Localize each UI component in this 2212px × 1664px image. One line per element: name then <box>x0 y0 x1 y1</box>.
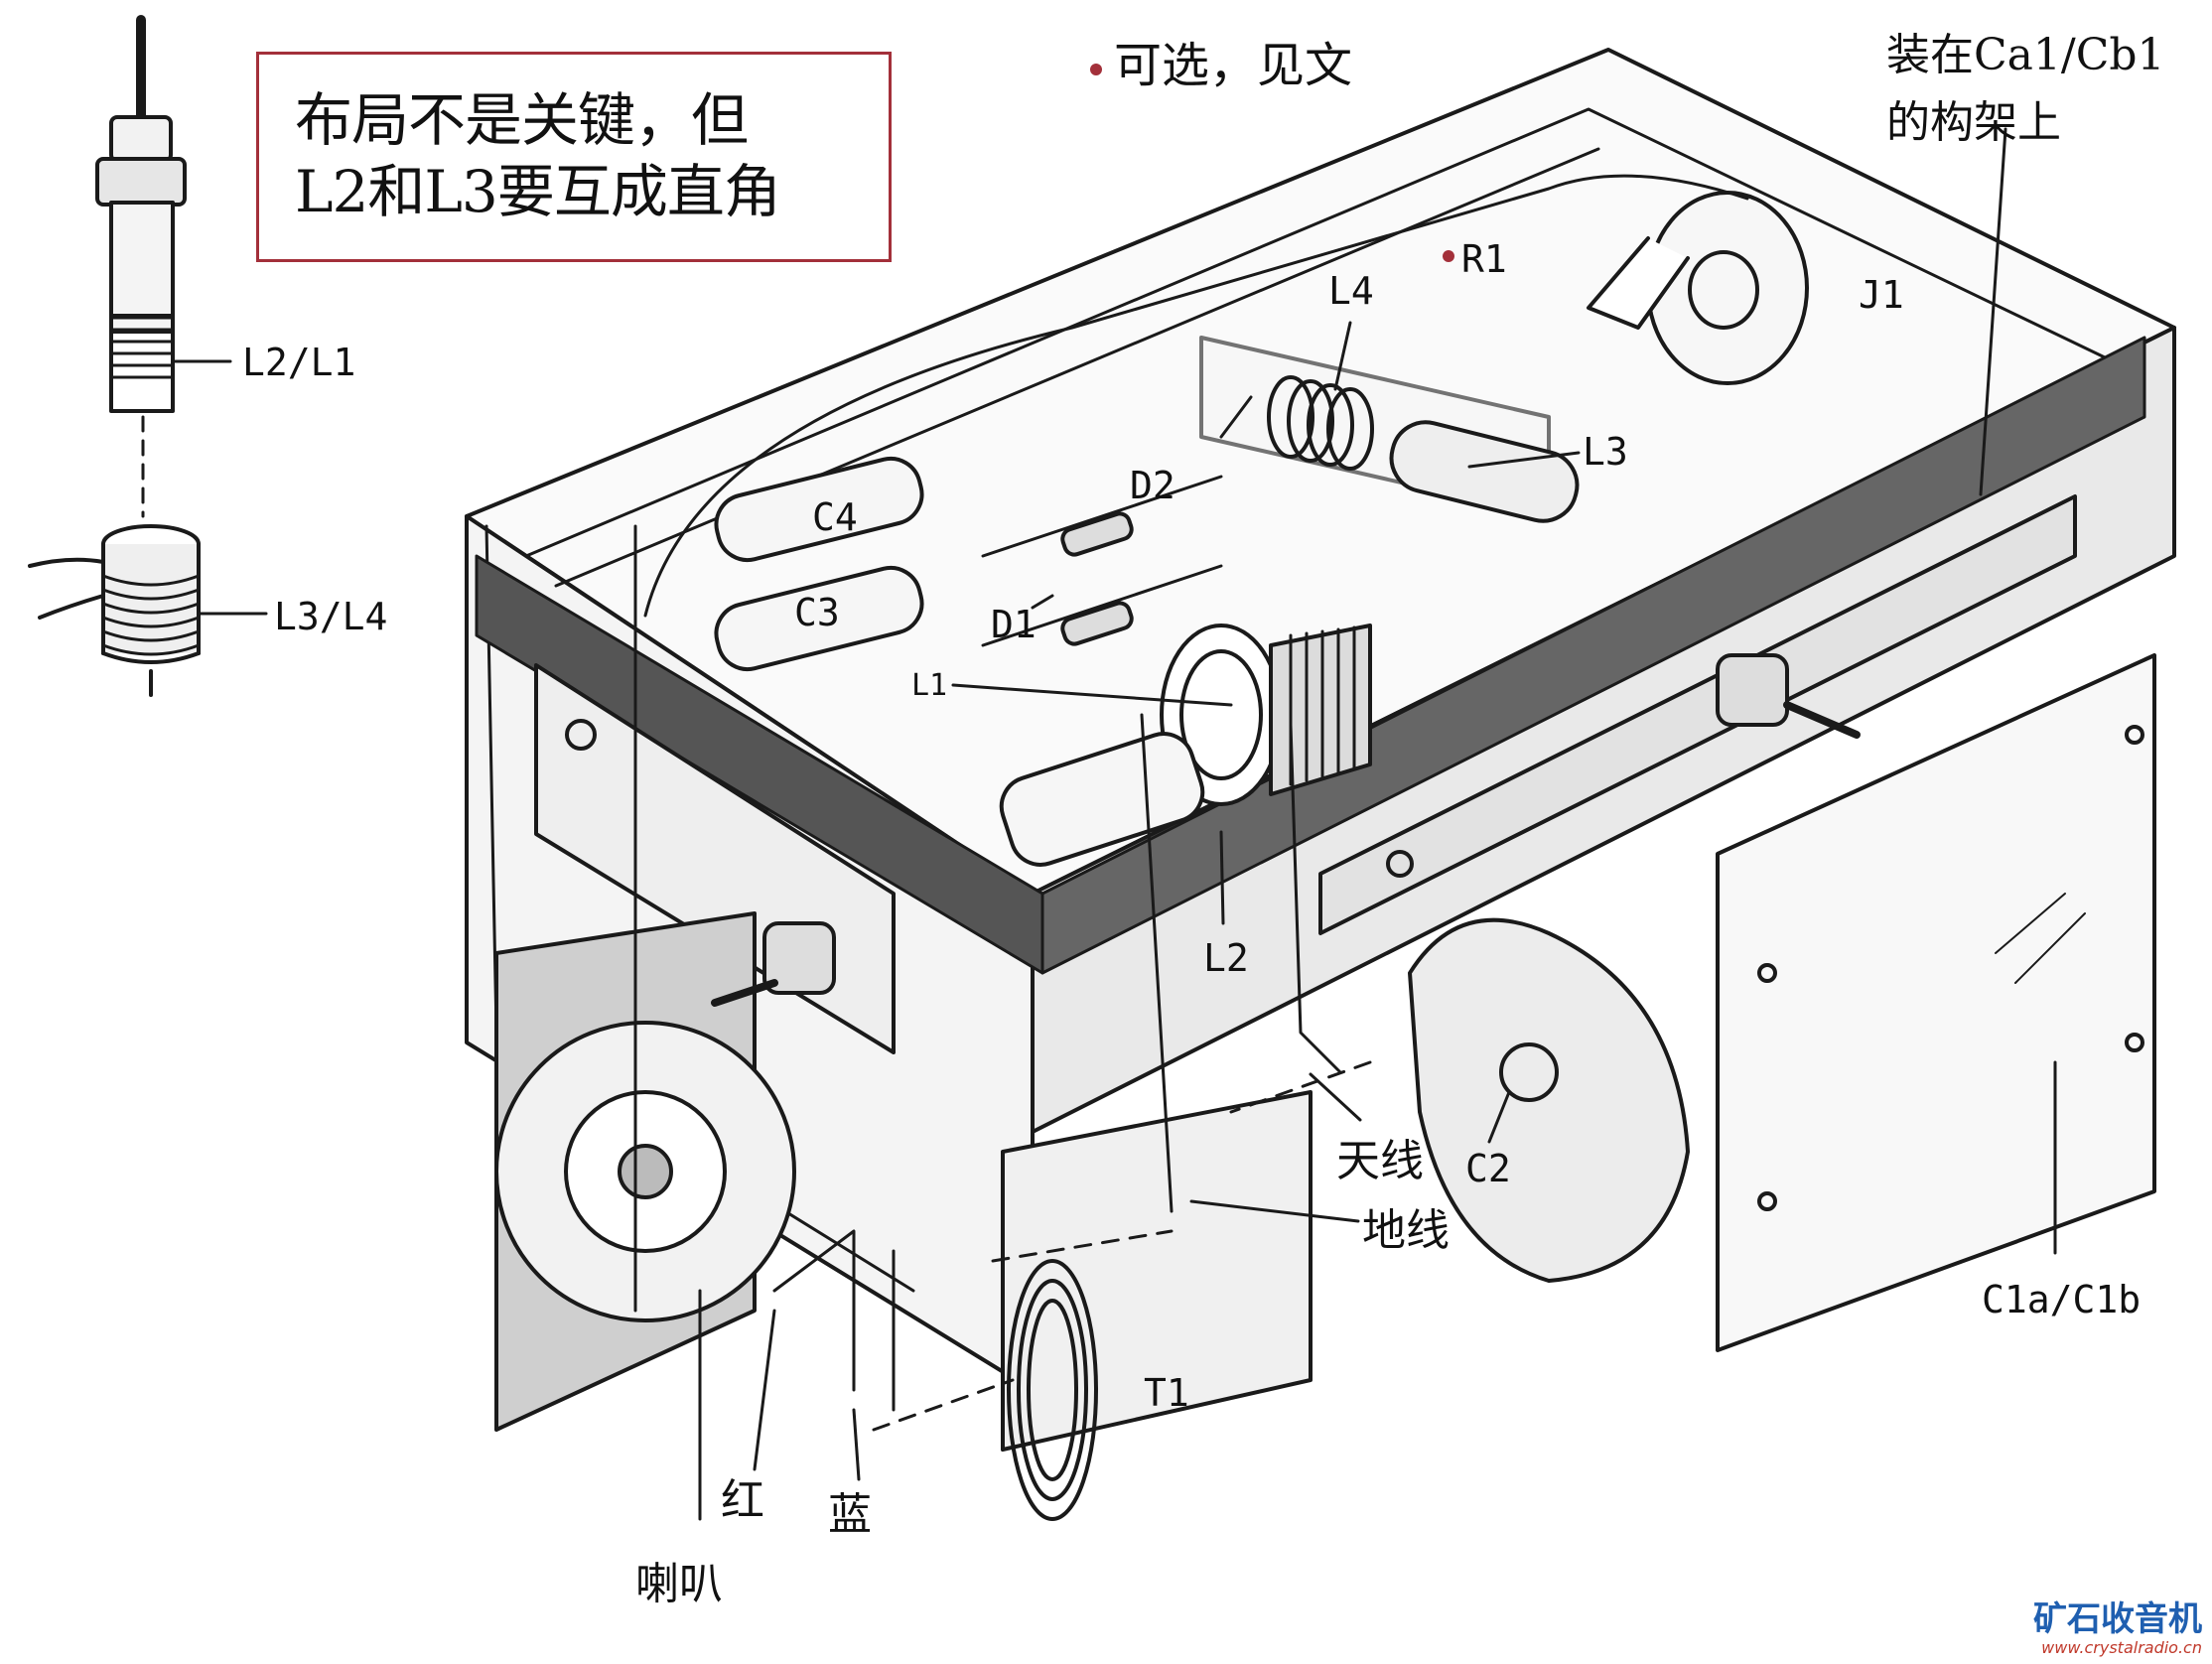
label-r1: R1 <box>1461 237 1507 281</box>
label-mount-line1: 装在Ca1/Cb1 <box>1886 30 2165 80</box>
coil-l3-l4 <box>1199 336 1580 523</box>
layout-note-box: 布局不是关键，但 L2和L3要互成直角 <box>256 52 892 262</box>
label-l1: L1 <box>911 668 948 703</box>
label-c3: C3 <box>794 591 840 634</box>
note-line-1: 布局不是关键，但 <box>295 86 749 154</box>
label-red: 红 <box>721 1475 764 1526</box>
note-line-2: L2和L3要互成直角 <box>295 158 781 225</box>
label-t1: T1 <box>1144 1371 1189 1415</box>
diodes-d1-d2 <box>981 475 1223 647</box>
label-j1: J1 <box>1859 273 1904 317</box>
label-mount-line2: 的构架上 <box>1886 97 2061 148</box>
capacitors-c3-c4 <box>714 456 924 672</box>
label-antenna: 天线 <box>1336 1136 1424 1186</box>
label-blue: 蓝 <box>828 1489 872 1540</box>
legend-optional-text: 可选，见文 <box>1114 38 1353 93</box>
transformer-t1 <box>1001 1090 1313 1521</box>
coil-l1-l2 <box>999 624 1372 867</box>
label-c1a-c1b: C1a/C1b <box>1982 1278 2142 1321</box>
wiring <box>633 174 1749 1432</box>
label-l3: L3 <box>1583 430 1628 474</box>
label-l2-l1: L2/L1 <box>242 341 356 384</box>
optional-marker-legend-dot <box>1090 63 1102 75</box>
jack-j1 <box>1587 191 1809 385</box>
label-d2: D2 <box>1130 464 1175 507</box>
coil-former-detail <box>28 15 268 697</box>
tuning-knobs <box>711 653 1861 1007</box>
variable-capacitor-c1 <box>1408 653 2156 1352</box>
label-c2: C2 <box>1465 1147 1511 1190</box>
label-l4: L4 <box>1328 269 1374 313</box>
label-l3-l4: L3/L4 <box>274 595 388 638</box>
label-d1: D1 <box>991 603 1037 646</box>
watermark-url: www.crystalradio.cn <box>2041 1638 2202 1657</box>
label-l2: L2 <box>1203 936 1249 980</box>
watermark-title: 矿石收音机 <box>2033 1599 2202 1639</box>
leader-lines <box>698 127 2057 1521</box>
speaker <box>494 911 796 1432</box>
watermark: 矿石收音机 www.crystalradio.cn <box>2033 1600 2202 1658</box>
label-ground: 地线 <box>1362 1205 1450 1256</box>
legend-optional: 可选，见文 <box>1090 42 1352 89</box>
optional-marker-dot <box>1443 250 1454 262</box>
label-speaker: 喇叭 <box>635 1559 723 1609</box>
label-c4: C4 <box>812 495 858 539</box>
